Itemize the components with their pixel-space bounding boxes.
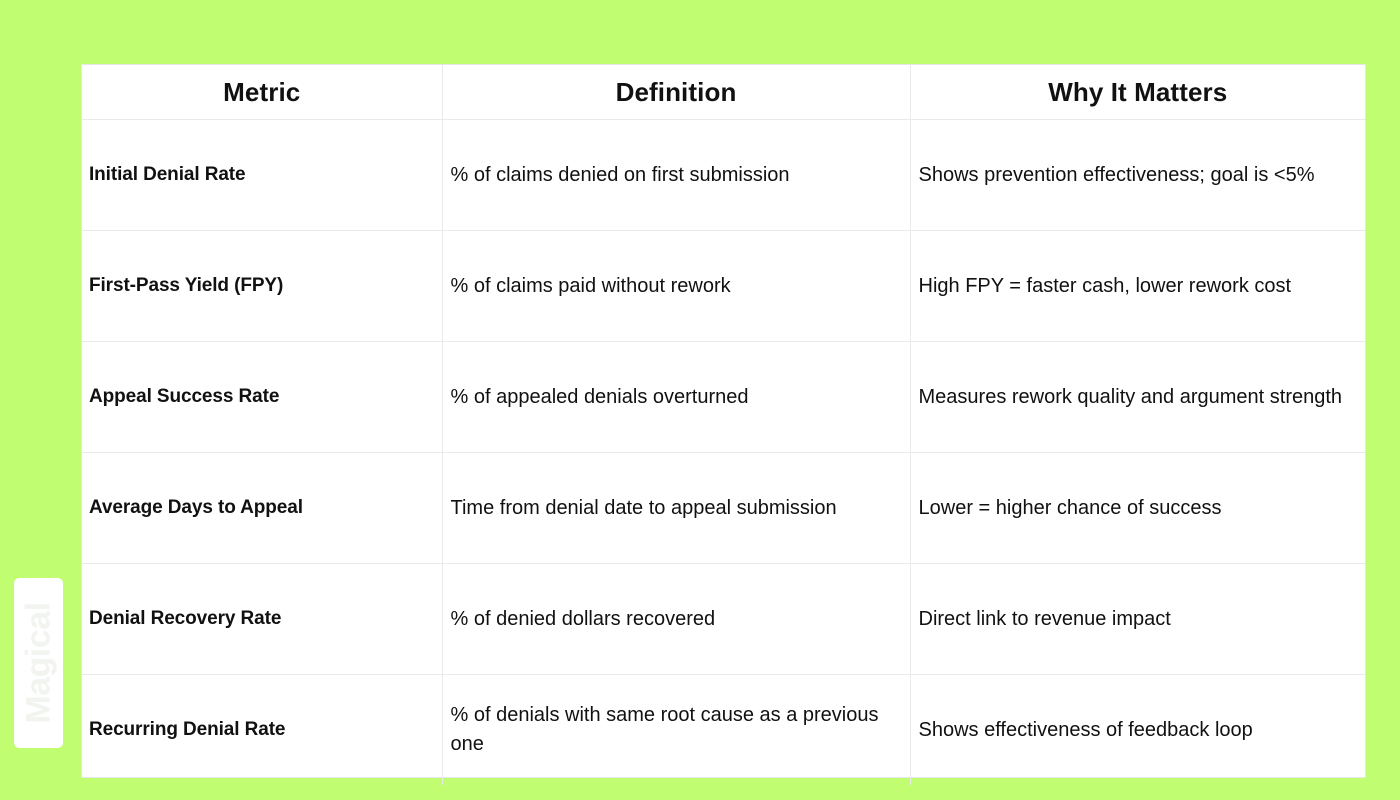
cell-metric: Initial Denial Rate	[82, 119, 443, 231]
table-header: Metric Definition Why It Matters	[82, 65, 1365, 120]
watermark-label: Magical	[19, 602, 58, 724]
cell-why: High FPY = faster cash, lower rework cos…	[910, 230, 1365, 342]
column-header-why-it-matters: Why It Matters	[910, 65, 1365, 120]
cell-metric: Appeal Success Rate	[82, 341, 443, 453]
table-body: Initial Denial Rate % of claims denied o…	[82, 119, 1365, 785]
magical-watermark: Magical	[14, 578, 63, 748]
cell-why: Lower = higher chance of success	[910, 452, 1365, 564]
table-row: Recurring Denial Rate % of denials with …	[82, 674, 1365, 785]
cell-why: Measures rework quality and argument str…	[910, 341, 1365, 453]
metrics-table-container: Metric Definition Why It Matters Initial…	[81, 64, 1366, 785]
cell-why: Shows prevention effectiveness; goal is …	[910, 119, 1365, 231]
table-row: Appeal Success Rate % of appealed denial…	[82, 341, 1365, 453]
cell-metric: Recurring Denial Rate	[82, 674, 443, 785]
table-row: Denial Recovery Rate % of denied dollars…	[82, 563, 1365, 675]
cell-definition: % of claims paid without rework	[442, 230, 911, 342]
table-row: Initial Denial Rate % of claims denied o…	[82, 119, 1365, 231]
cell-definition: Time from denial date to appeal submissi…	[442, 452, 911, 564]
cell-definition: % of appealed denials overturned	[442, 341, 911, 453]
column-header-metric: Metric	[82, 65, 443, 120]
table-header-row: Metric Definition Why It Matters	[82, 65, 1365, 120]
metrics-table: Metric Definition Why It Matters Initial…	[82, 65, 1365, 785]
cell-metric: First-Pass Yield (FPY)	[82, 230, 443, 342]
cell-definition: % of denials with same root cause as a p…	[442, 674, 911, 785]
table-row: First-Pass Yield (FPY) % of claims paid …	[82, 230, 1365, 342]
cell-metric: Average Days to Appeal	[82, 452, 443, 564]
cell-definition: % of claims denied on first submission	[442, 119, 911, 231]
cell-why: Direct link to revenue impact	[910, 563, 1365, 675]
column-header-definition: Definition	[442, 65, 911, 120]
table-row: Average Days to Appeal Time from denial …	[82, 452, 1365, 564]
cell-why: Shows effectiveness of feedback loop	[918, 718, 1253, 741]
cell-metric: Denial Recovery Rate	[82, 563, 443, 675]
cell-definition: % of denied dollars recovered	[442, 563, 911, 675]
